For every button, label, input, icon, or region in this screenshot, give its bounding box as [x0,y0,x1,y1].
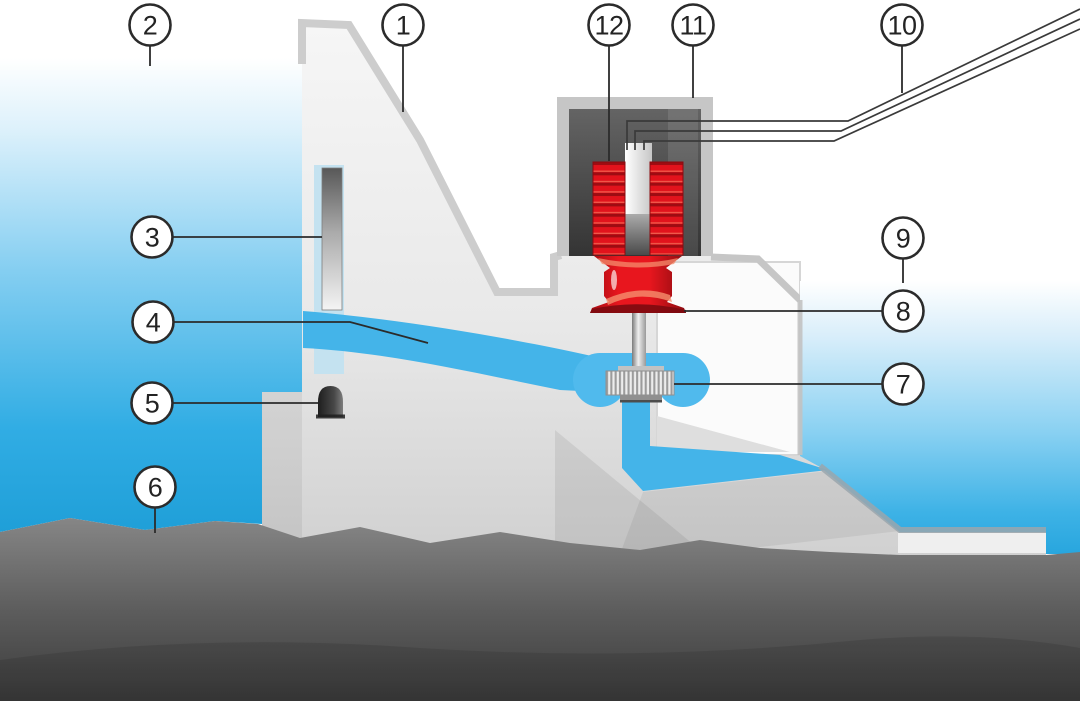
callout-12: 12 [587,3,631,47]
tailwater [800,281,1080,554]
callout-9: 9 [881,216,925,260]
callout-3: 3 [130,215,174,259]
power-lines [626,8,1080,150]
callout-7-number: 7 [896,370,911,400]
slope-shading [620,471,900,554]
callout-5: 5 [130,381,174,425]
ground-lower-band [0,636,1080,701]
callout-6-number: 6 [148,473,163,503]
callout-10: 10 [880,3,924,47]
upstream-reservoir-water [0,58,302,532]
stator-winding [592,161,684,256]
generator-rotor [590,256,686,313]
penstock-channel [303,311,601,392]
callout-4: 4 [131,300,175,344]
callout-6: 6 [133,465,177,509]
callout-1-number: 1 [396,11,411,41]
intake-gate [321,167,343,311]
callout-9-number: 9 [896,224,911,254]
callout-11-number: 11 [679,11,706,41]
roof-step-border [710,253,803,303]
callout-2-number: 2 [143,11,158,41]
base-shading [555,430,705,554]
callout-leaders [149,46,904,533]
turbine-runner [605,366,675,403]
callout-3-number: 3 [145,223,160,253]
callout-1: 1 [381,3,425,47]
powerhouse-floor-shade [657,416,790,452]
callout-7: 7 [881,362,925,406]
callout-4-leader [173,321,429,344]
callout-12-number: 12 [594,11,623,41]
callout-8-number: 8 [896,297,911,327]
callout-2: 2 [128,3,172,47]
callout-4-number: 4 [146,308,161,338]
submerged-slope-border [818,463,1046,533]
concrete-apron-slab [898,533,1046,553]
callout-5-number: 5 [145,389,160,419]
housing-interior-gap [625,214,652,255]
callouts: 2 1 12 11 10 3 4 5 [128,3,925,509]
callout-8: 8 [881,289,925,333]
generator-shaft-top [625,143,652,214]
callout-11: 11 [671,3,715,47]
riverbed-ground [0,518,1080,701]
inspection-dome [316,386,345,419]
draft-tube-channel [622,396,828,491]
turbine-shaft [632,313,646,368]
dam-crest-border [298,18,563,296]
callout-10-number: 10 [887,11,916,41]
